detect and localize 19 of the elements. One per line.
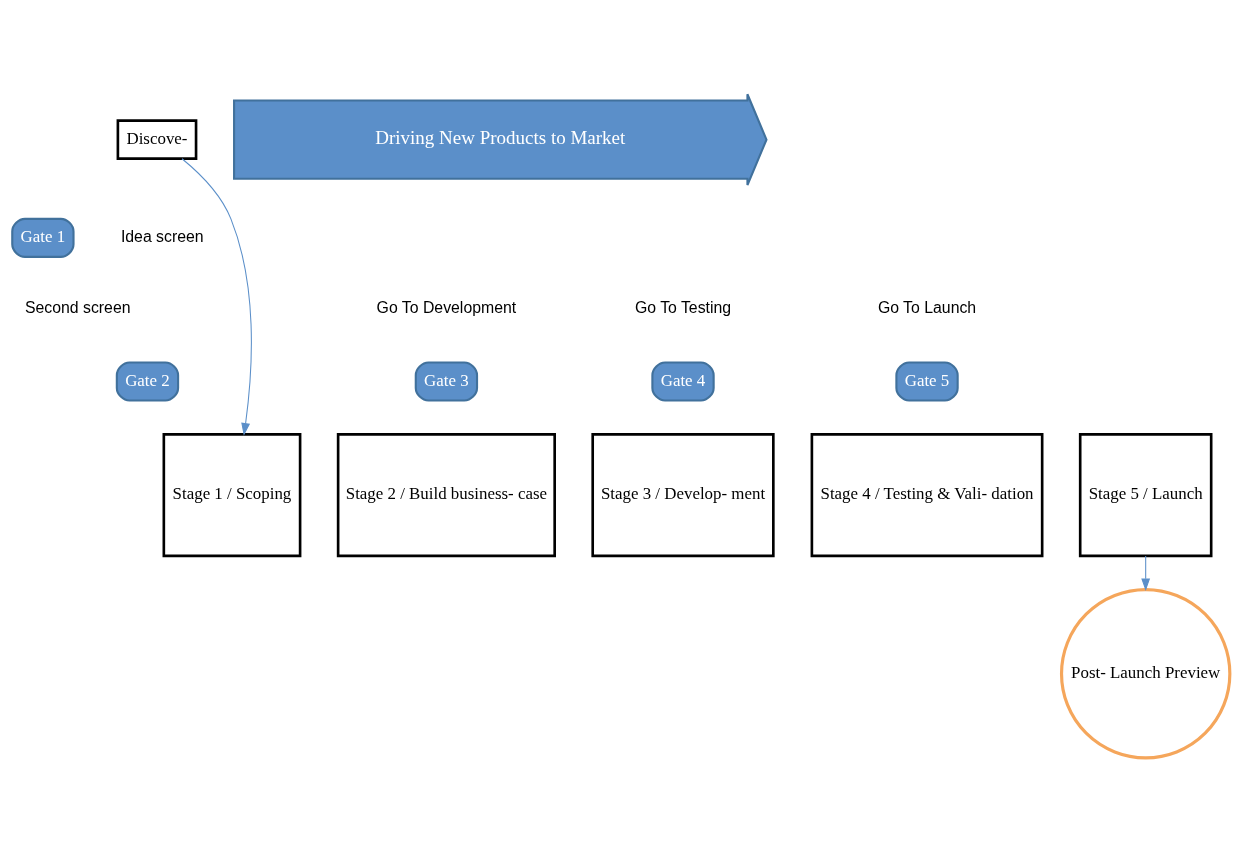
node-box: Stage 2 / Build business- case [336,432,556,557]
node-label: Go To Development [376,298,517,316]
node-label: Second screen [24,298,131,316]
node-box: Gate 1 [11,217,75,258]
node-box: Stage 3 / Develop- ment [591,432,775,557]
node-box: Stage 1 / Scoping [162,432,302,557]
node-label: Go To Launch [877,298,977,316]
node-label: Go To Testing [634,298,732,316]
node-box: Stage 4 / Testing & Vali- dation [810,432,1044,557]
node-box: Gate 5 [895,360,959,402]
node-label: Idea screen [120,227,204,245]
node-circle: Post- Launch Preview [1059,587,1232,759]
node-box: Gate 3 [414,360,479,402]
arrow [181,157,252,436]
arrow [1141,554,1151,591]
node-box: Gate 4 [651,360,715,402]
node-box: Discove- [116,118,198,160]
node-box: Gate 2 [115,360,180,402]
node-box: Stage 5 / Launch [1078,432,1213,557]
